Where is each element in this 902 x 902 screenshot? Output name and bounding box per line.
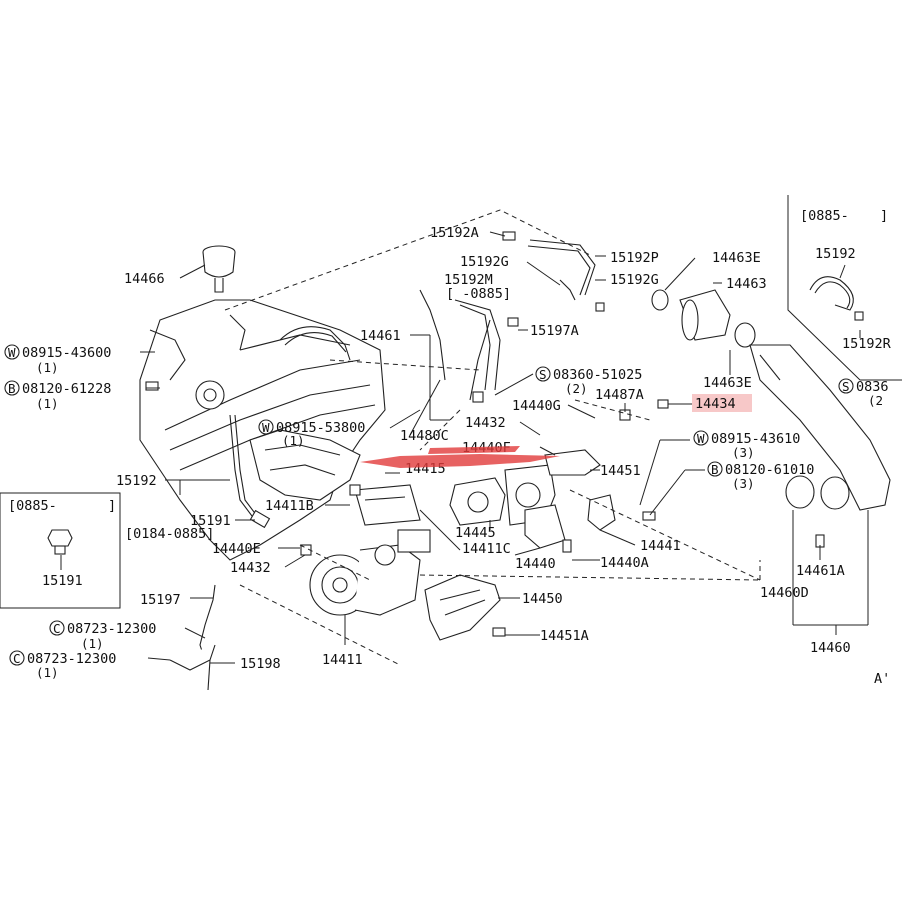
- heat-shield-14450: [424, 574, 501, 641]
- highlight-14434: [692, 394, 752, 412]
- label-14463: 14463: [726, 276, 767, 292]
- label-08120-61228-qty: (1): [36, 396, 59, 411]
- label-14460D: 14460D: [760, 585, 809, 601]
- inset-box-left: [0, 492, 121, 609]
- label-14450: 14450: [522, 591, 563, 607]
- circle-s-marker: [535, 366, 551, 382]
- label-08120-61228: 08120-61228: [22, 381, 111, 397]
- marker-c-2: C: [13, 651, 21, 666]
- label-0836: 0836: [856, 379, 889, 395]
- label-08723-12300-b: 08723-12300: [27, 651, 116, 667]
- label-15197: 15197: [140, 592, 181, 608]
- label-15192A: 15192A: [430, 225, 479, 241]
- label-box-bracket-close: ]: [108, 498, 116, 514]
- label-inset-0885-close: ]: [880, 208, 888, 224]
- marker-c-1: C: [53, 621, 61, 636]
- label-14451A: 14451A: [540, 628, 589, 644]
- label-box-15191: 15191: [42, 573, 83, 589]
- circle-b-marker-2: [707, 461, 723, 477]
- circle-c-marker-1: [49, 620, 65, 636]
- circle-w-marker-2: [258, 419, 274, 435]
- label-14440A: 14440A: [600, 555, 649, 571]
- label-14432-b: 14432: [465, 415, 506, 431]
- leader-lines: [140, 231, 869, 664]
- label-14445: 14445: [455, 525, 496, 541]
- label-08915-53800-qty: (1): [282, 433, 305, 448]
- label-14480C: 14480C: [400, 428, 449, 444]
- marker-s-2: S: [842, 379, 850, 394]
- label-14440: 14440: [515, 556, 556, 572]
- dashed-outlines: [224, 209, 761, 666]
- reservoir-14466: [202, 245, 236, 293]
- circle-b-marker: [4, 380, 20, 396]
- label-08915-43600-qty: (1): [36, 360, 59, 375]
- label-15192G-b: 15192G: [610, 272, 659, 288]
- label-08915-43610-qty: (3): [732, 445, 755, 460]
- label-08120-61010-qty: (3): [732, 476, 755, 491]
- label-14434: 14434: [695, 396, 736, 412]
- turbocharger-drawing: [309, 484, 431, 616]
- marker-w-2: W: [262, 420, 270, 435]
- label-08360-51025: 08360-51025: [553, 367, 642, 383]
- marker-s-1: S: [539, 367, 547, 382]
- label-14411C: 14411C: [462, 541, 511, 557]
- label-08723-12300-a: 08723-12300: [67, 621, 156, 637]
- label-inset-15192: 15192: [815, 246, 856, 262]
- label-15192M: 15192M: [444, 272, 493, 288]
- label-14411: 14411: [322, 652, 363, 668]
- label-14451: 14451: [600, 463, 641, 479]
- marker-w-1: W: [8, 345, 16, 360]
- circle-w-marker-3: [693, 430, 709, 446]
- label-14460: 14460: [810, 640, 851, 656]
- label-15197A: 15197A: [530, 323, 579, 339]
- inset-frame-right: [787, 195, 902, 381]
- label-15192P: 15192P: [610, 250, 659, 266]
- label-08915-53800: 08915-53800: [276, 420, 365, 436]
- marker-b-2: B: [711, 462, 719, 477]
- label-0184-0885: [0184-0885]: [125, 526, 214, 542]
- marker-w-3: W: [697, 431, 705, 446]
- label-15192R: 15192R: [842, 336, 892, 352]
- label-08120-61010: 08120-61010: [725, 462, 814, 478]
- bolts: [145, 231, 825, 637]
- label-14441: 14441: [640, 538, 681, 554]
- label-08915-43600: 08915-43600: [22, 345, 111, 361]
- label-08915-43610: 08915-43610: [711, 431, 800, 447]
- intake-pipes: [651, 289, 891, 511]
- part-labels: 14466 W 08915-43600 (1) B 08120-61228 (1…: [4, 208, 892, 687]
- label-0836-qty: (2: [868, 393, 883, 408]
- label-14487A: 14487A: [595, 387, 644, 403]
- label-08360-51025-qty: (2): [565, 381, 588, 396]
- label-08723-12300-b-qty: (1): [36, 665, 59, 680]
- label-14440G: 14440G: [512, 398, 561, 414]
- circle-w-marker: [4, 344, 20, 360]
- label-14466: 14466: [124, 271, 165, 287]
- label-14411B: 14411B: [265, 498, 314, 514]
- label-15198: 15198: [240, 656, 281, 672]
- label-box-bracket: [0885-: [8, 498, 57, 514]
- label-0885-a: [ -0885]: [446, 286, 511, 302]
- label-14463E-b: 14463E: [703, 375, 752, 391]
- label-15191: 15191: [190, 513, 231, 529]
- label-14440E: 14440E: [212, 541, 261, 557]
- circle-s-marker-2: [838, 378, 854, 394]
- label-08723-12300-a-qty: (1): [81, 636, 104, 651]
- marker-b-1: B: [8, 381, 16, 396]
- label-15192G-a: 15192G: [460, 254, 509, 270]
- oil-lines: [169, 239, 596, 691]
- circle-c-marker-2: [9, 650, 25, 666]
- watermark-logo: [360, 446, 560, 468]
- label-15192: 15192: [116, 473, 157, 489]
- label-14432-a: 14432: [230, 560, 271, 576]
- label-14463E-a: 14463E: [712, 250, 761, 266]
- label-14461: 14461: [360, 328, 401, 344]
- label-inset-0885: [0885-: [800, 208, 849, 224]
- label-diagram-code: A': [874, 671, 890, 687]
- flanges: [449, 449, 616, 549]
- engine-block-drawing: [139, 299, 386, 561]
- label-14461A: 14461A: [796, 563, 845, 579]
